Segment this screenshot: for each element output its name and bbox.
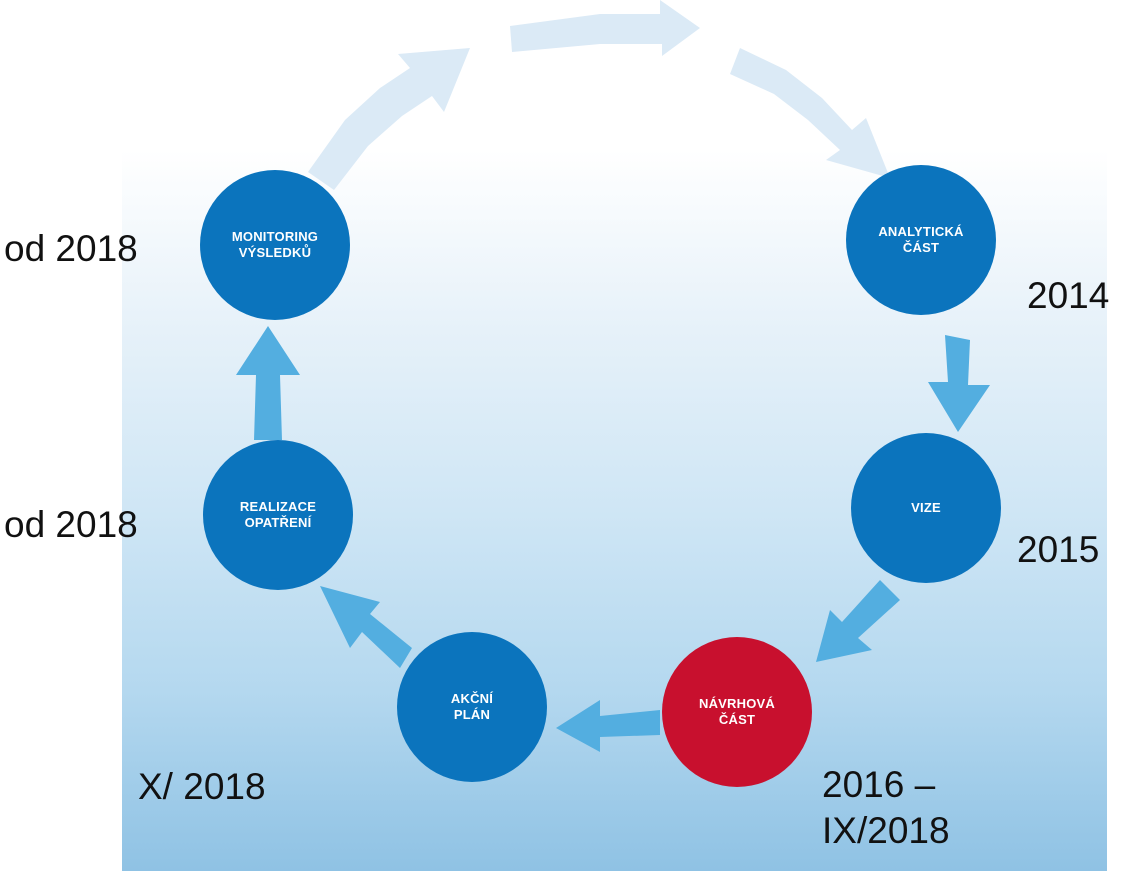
stage-vize-line1: VIZE (911, 500, 941, 515)
date-monitoring: od 2018 (4, 228, 138, 269)
arrow-vize-to-navrhova (816, 580, 900, 662)
arrow-akcni-to-realizace (320, 586, 412, 668)
stage-akcni-line2: PLÁN (453, 707, 491, 722)
date-realizace: od 2018 (4, 504, 138, 545)
stage-analyticka-line2: ČÁST (902, 240, 940, 255)
stage-realizace-line2: OPATŘENÍ (244, 515, 312, 530)
faded-arrow-top (510, 0, 700, 56)
stage-akcni-plan: AKČNÍ PLÁN (397, 632, 547, 782)
date-analyticka: 2014 (1027, 275, 1110, 316)
stage-monitoring-vysledku: MONITORING VÝSLEDKŮ (200, 170, 350, 320)
stage-monitoring-line1: MONITORING (231, 229, 319, 244)
stage-navrhova-line2: ČÁST (718, 712, 756, 727)
faded-arrow-right (730, 48, 890, 178)
faded-arrow-left (308, 48, 470, 190)
stage-vize: VIZE (851, 433, 1001, 583)
date-navrhova-line1: 2016 – (822, 764, 936, 805)
date-akcni: X/ 2018 (138, 766, 266, 807)
process-arrows (236, 326, 990, 752)
stage-navrhova-line1: NÁVRHOVÁ (699, 696, 775, 711)
arrow-navrhova-to-akcni (556, 700, 660, 752)
arrow-realizace-to-monitoring (236, 326, 300, 440)
faded-arrows (308, 0, 890, 190)
stage-monitoring-line2: VÝSLEDKŮ (238, 245, 312, 260)
stage-akcni-line1: AKČNÍ (450, 691, 494, 706)
stage-realizace-opatreni: REALIZACE OPATŘENÍ (203, 440, 353, 590)
stage-analyticka-cast: ANALYTICKÁ ČÁST (846, 165, 996, 315)
stage-navrhova-cast: NÁVRHOVÁ ČÁST (662, 637, 812, 787)
date-vize: 2015 (1017, 529, 1100, 570)
date-navrhova-line2: IX/2018 (822, 810, 950, 851)
stage-analyticka-line1: ANALYTICKÁ (878, 224, 964, 239)
stage-realizace-line1: REALIZACE (239, 499, 317, 514)
arrow-analyticka-to-vize (928, 335, 990, 432)
